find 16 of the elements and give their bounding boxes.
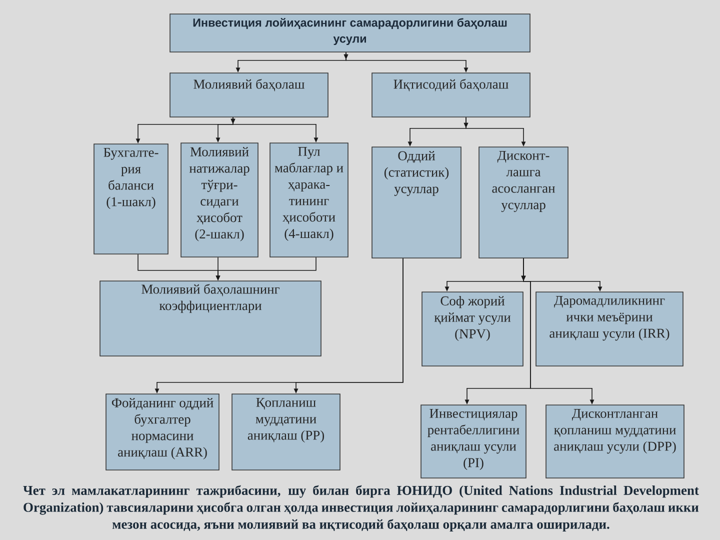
process-box: Инвестициялар рентабеллигини аниқлаш усули (PI) (420, 404, 526, 478)
process-box: Молиявий баҳолаш (170, 72, 328, 118)
process-box: Оддий (статистик) усуллар (372, 146, 462, 258)
process-box: Даромадлиликнинг ички меъёрини аниқлаш усули (IRR) (536, 292, 684, 366)
heading-box: Инвестиция лойиҳасининг самарадорлигини баҳолаш усули (170, 14, 530, 52)
process-box: Дисконт- лашга асосланган усуллар (478, 146, 568, 258)
caption-text: Чет эл мамлакатларининг тажрибасини, шу билан бирга ЮНИДО (United Nations Industrial Development Organization) тавсияларини ҳисобга олган ҳолда инвестиция лойиҳаларининг самарадорлигини баҳолаш икки мезон асосида, яъни молиявий ва иқтисодий баҳолаш орқали амалга оширилади. (23, 485, 699, 532)
process-box: Қопланиш муддатини аниқлаш (PP) (232, 394, 340, 470)
process-box: Молиявий натижалар тўғри- сидаги ҳисобот (2-шакл) (180, 142, 258, 258)
process-box: Иқтисодий баҳолаш (372, 72, 530, 118)
process-box: Молиявий баҳолашнинг коэффициентлари (100, 280, 322, 356)
process-box: Фойданинг оддий бухгалтер нормасини аниқлаш (ARR) (106, 394, 220, 470)
process-box: Бухгалте- рия баланси (1-шакл) (94, 144, 168, 254)
process-box: Соф жорий қиймат усули (NPV) (422, 292, 524, 366)
process-box: Пул маблағлар и ҳарака- тининг ҳисоботи (4-шакл) (270, 142, 348, 258)
process-box: Дисконтланган қопланиш муддатини аниқлаш усули (DPP) (546, 404, 684, 478)
